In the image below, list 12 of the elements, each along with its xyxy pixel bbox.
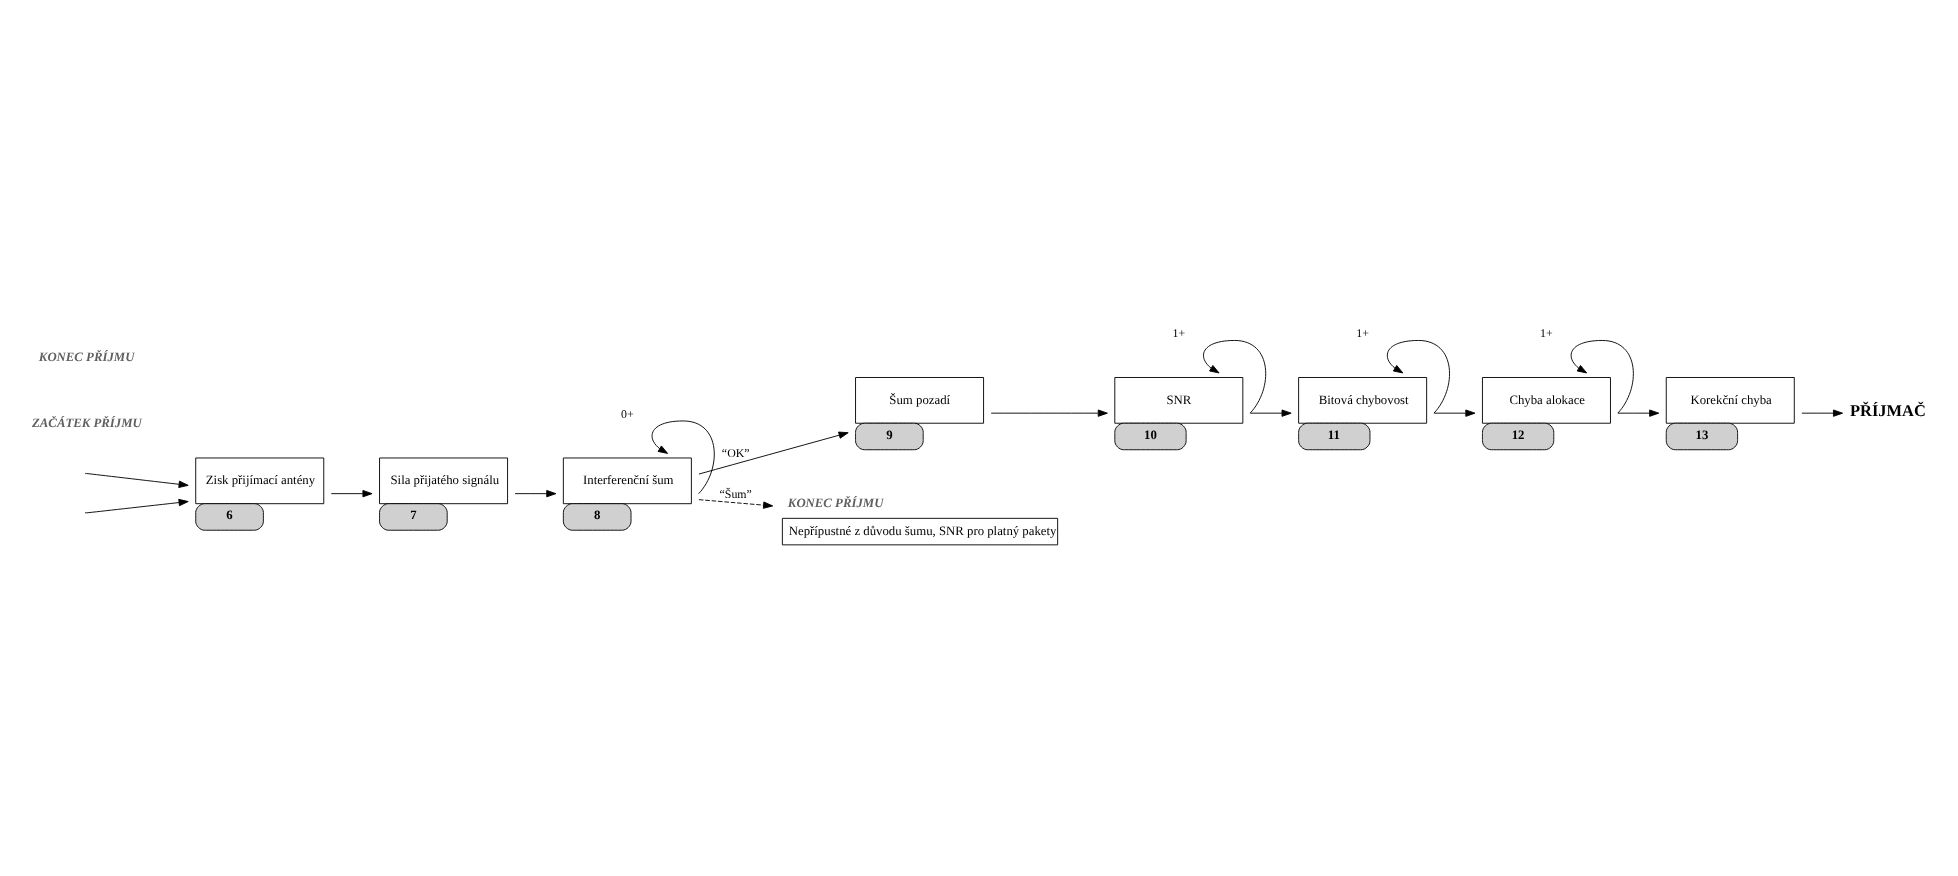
arrow	[990, 408, 1108, 416]
arrow	[86, 497, 189, 513]
arrow	[1433, 408, 1476, 416]
arrow	[1801, 408, 1844, 416]
arrow	[698, 430, 849, 474]
arrow	[698, 498, 774, 508]
arrow	[514, 489, 557, 497]
node-text: PŘÍJMAČ	[1850, 401, 1926, 420]
arrow	[330, 489, 373, 497]
arrow	[1617, 408, 1660, 416]
arrow	[86, 472, 189, 487]
arrow	[1249, 408, 1292, 416]
